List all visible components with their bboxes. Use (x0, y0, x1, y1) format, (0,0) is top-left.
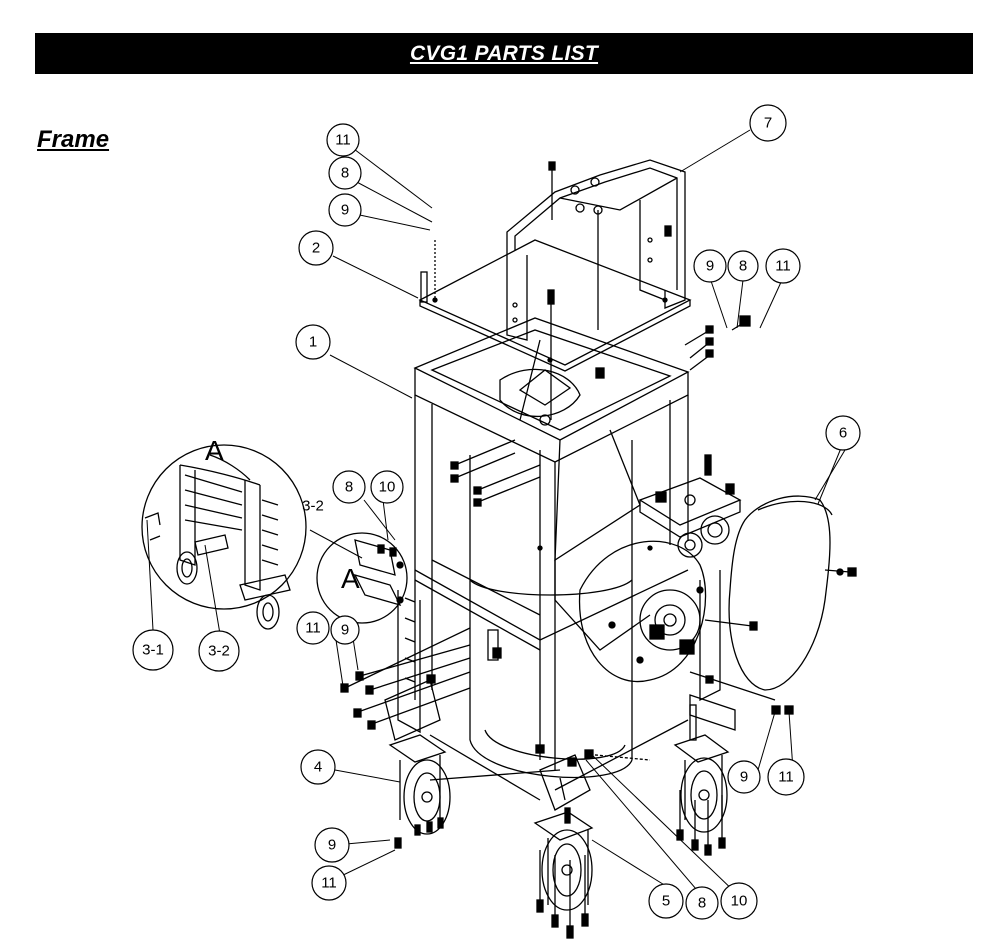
callout-11: 11 (775, 258, 791, 275)
callout-5: 5 (662, 893, 670, 910)
callout-11: 11 (778, 769, 794, 786)
callout-1: 1 (309, 334, 317, 351)
callout-9: 9 (706, 258, 714, 275)
callout-3-2: 3-2 (302, 498, 324, 515)
detail-view-letter-small: A (341, 563, 360, 594)
callout-circles (132, 104, 861, 920)
callout-9: 9 (341, 202, 349, 219)
leader-lines (146, 129, 847, 897)
callout-8: 8 (698, 895, 706, 912)
caster-left (388, 734, 451, 849)
detail-view-letter: A (205, 435, 224, 466)
callout-3-1: 3-1 (142, 642, 164, 659)
title-bar: CVG1 PARTS LIST (35, 33, 973, 74)
callout-10: 10 (379, 479, 396, 496)
tank (469, 440, 633, 779)
callout-10: 10 (731, 893, 748, 910)
callout-9: 9 (341, 622, 349, 639)
callout-11: 11 (305, 620, 321, 637)
callout-11: 11 (335, 132, 351, 149)
callout-9: 9 (328, 837, 336, 854)
callout-8: 8 (341, 165, 349, 182)
left-bracket (340, 590, 471, 734)
callout-3-2: 3-2 (208, 643, 230, 660)
belt-cover (728, 495, 844, 691)
caster-right (673, 704, 730, 856)
callout-8: 8 (739, 258, 747, 275)
wheel-brackets (384, 679, 736, 811)
callout-2: 2 (312, 240, 320, 257)
callout-9: 9 (740, 769, 748, 786)
callout-7: 7 (764, 115, 772, 132)
callout-11: 11 (321, 875, 337, 892)
motor-housing (554, 429, 742, 702)
caster-center (533, 807, 594, 939)
page-title: CVG1 PARTS LIST (409, 41, 599, 65)
top-plate (418, 239, 692, 420)
frame-bolts (450, 315, 857, 715)
detail-view-a-small (316, 532, 408, 624)
section-heading: Frame (37, 126, 110, 153)
handle (506, 159, 686, 341)
callout-8: 8 (345, 479, 353, 496)
callout-6: 6 (839, 425, 847, 442)
detail-view-a (141, 444, 307, 630)
callout-4: 4 (314, 759, 322, 776)
